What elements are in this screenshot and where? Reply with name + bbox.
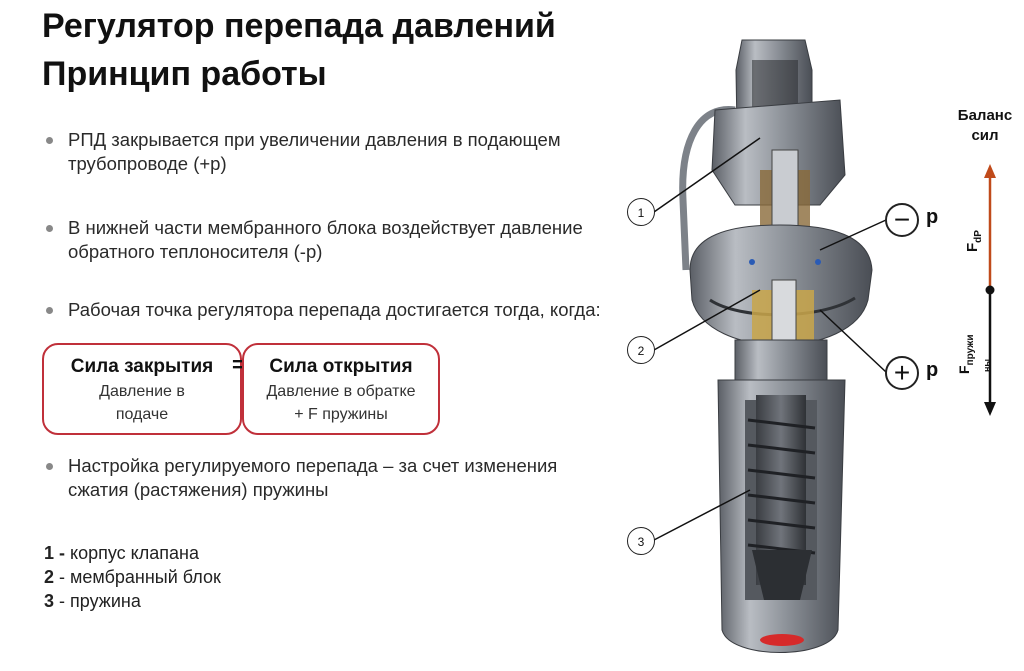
bullet-dot-icon xyxy=(46,307,53,314)
opening-force-line-1: Давление в обратке xyxy=(266,383,416,400)
legend-text: - пружина xyxy=(59,591,141,611)
opening-force-heading: Сила открытия xyxy=(269,356,413,377)
balance-line-2: сил xyxy=(971,127,999,144)
closing-force-line-1: Давление в xyxy=(99,383,185,400)
bullet-item: РПД закрывается при увеличении давления … xyxy=(44,128,614,176)
opening-force-line-2: + F пружины xyxy=(294,406,388,423)
arrow-down-icon xyxy=(984,402,996,416)
title-line-2: Принцип работы xyxy=(42,55,327,93)
bullet-dot-icon xyxy=(46,463,53,470)
legend-item: 1 - корпус клапана xyxy=(44,541,199,565)
closing-force-line-2: подаче xyxy=(115,406,169,423)
differential-force-label: FdP xyxy=(964,230,984,252)
legend-item: 3 - пружина xyxy=(44,589,141,613)
balance-point xyxy=(985,285,995,295)
bullet-text: Настройка регулируемого перепада – за сч… xyxy=(68,455,558,500)
legend-text: корпус клапана xyxy=(70,543,199,563)
plus-pressure-label: p xyxy=(926,359,939,381)
spring-force-label: Fпружи xyxy=(956,335,976,375)
bullet-text: Рабочая точка регулятора перепада достиг… xyxy=(68,299,601,320)
valve-cutaway-illustration xyxy=(653,39,887,653)
force-balance-arrows xyxy=(984,164,996,416)
spring-force-subscript-2: ны xyxy=(982,358,992,372)
callout-2: 2 xyxy=(627,336,655,364)
plus-pressure-icon: + xyxy=(885,356,919,390)
opening-force-box: Сила открытия Давление в обратке + F пру… xyxy=(242,343,440,435)
force-subscript-1: пружи xyxy=(964,334,976,366)
bullet-text: В нижней части мембранного блока воздейс… xyxy=(68,217,583,262)
force-symbol: F xyxy=(956,365,972,374)
balance-line-1: Баланс xyxy=(957,107,1013,124)
callout-1: 1 xyxy=(627,198,655,226)
bullet-dot-icon xyxy=(46,137,53,144)
legend-number: 1 - xyxy=(44,543,66,563)
arrow-up-icon xyxy=(984,164,996,178)
legend-item: 2 - мембранный блок xyxy=(44,565,221,589)
page-title: Регулятор перепада давлений Принцип рабо… xyxy=(42,2,556,98)
closing-force-box: Сила закрытия Давление в подаче xyxy=(42,343,242,435)
bullet-dot-icon xyxy=(46,225,53,232)
minus-pressure-label: p xyxy=(926,206,939,228)
minus-pressure-icon: − xyxy=(885,203,919,237)
legend-text: - мембранный блок xyxy=(59,567,221,587)
closing-force-heading: Сила закрытия xyxy=(70,356,214,377)
force-symbol: F xyxy=(964,242,981,252)
equals-sign: = xyxy=(232,352,245,377)
force-subscript: dP xyxy=(973,230,984,243)
force-balance-heading: Баланс сил xyxy=(948,106,1022,146)
bullet-item: Рабочая точка регулятора перепада достиг… xyxy=(44,298,614,322)
title-line-1: Регулятор перепада давлений xyxy=(42,7,556,45)
legend-number: 3 xyxy=(44,591,55,611)
bullet-item: В нижней части мембранного блока воздейс… xyxy=(44,216,614,264)
callout-3: 3 xyxy=(627,527,655,555)
bullet-text: РПД закрывается при увеличении давления … xyxy=(68,129,561,174)
bullet-item: Настройка регулируемого перепада – за сч… xyxy=(44,454,614,502)
legend-number: 2 xyxy=(44,567,55,587)
